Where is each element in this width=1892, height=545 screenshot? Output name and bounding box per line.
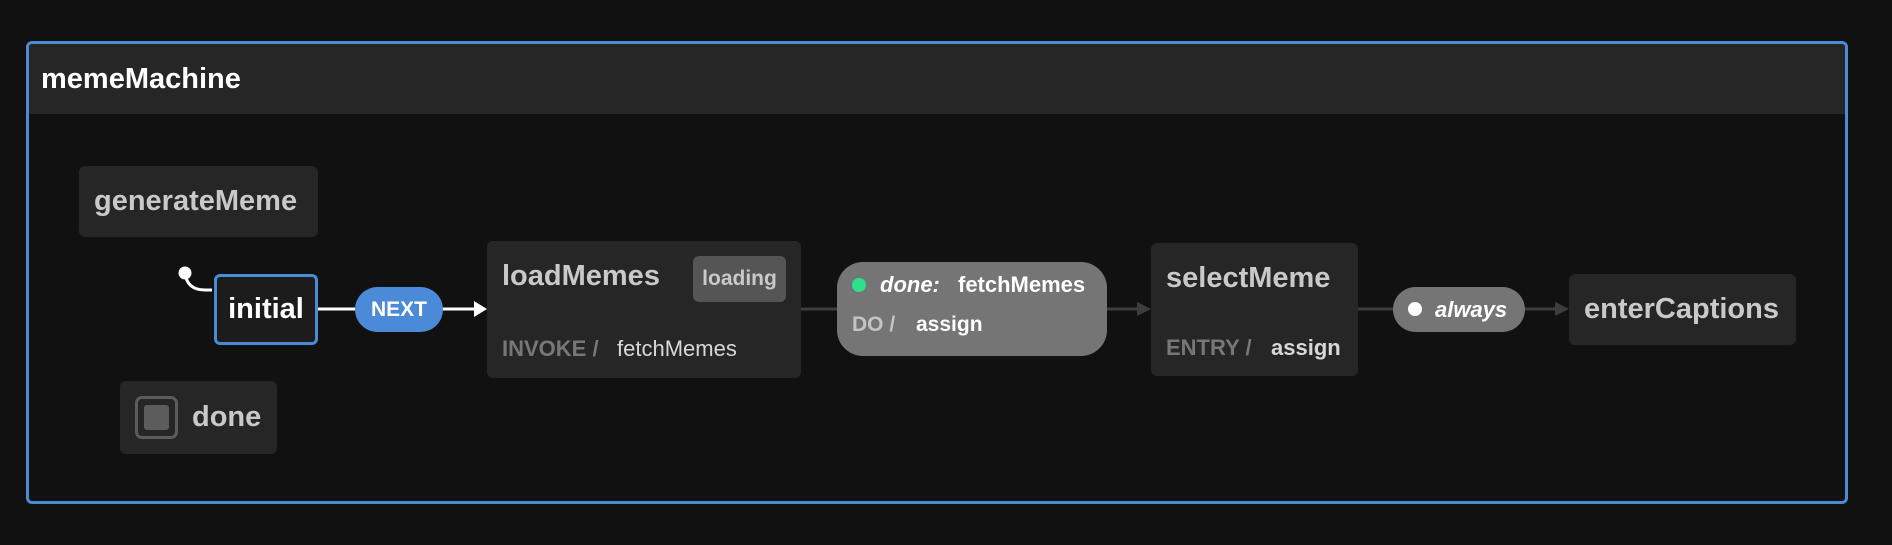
action-value: fetchMemes: [617, 336, 737, 361]
initial-marker-path: [183, 272, 212, 292]
state-initial[interactable]: initial: [214, 274, 318, 345]
action-value: assign: [916, 313, 983, 336]
transition-done-fetchmemes[interactable]: done: fetchMemes DO / assign: [837, 262, 1107, 356]
state-load-memes[interactable]: loadMemes loading INVOKE / fetchMemes: [487, 241, 801, 378]
state-done[interactable]: done: [120, 381, 277, 454]
action-kind: DO /: [852, 313, 896, 336]
event-label: NEXT: [370, 298, 427, 321]
event-label: always: [1435, 297, 1508, 322]
state-select-meme[interactable]: selectMeme ENTRY / assign: [1151, 243, 1358, 376]
state-title: selectMeme: [1166, 262, 1331, 294]
state-title: loadMemes: [502, 260, 660, 292]
state-title: enterCaptions: [1584, 293, 1779, 325]
tag-label: loading: [702, 267, 777, 290]
event-next-button[interactable]: NEXT: [355, 287, 443, 332]
always-dot: [1408, 302, 1422, 316]
state-enter-captions[interactable]: enterCaptions: [1569, 274, 1796, 345]
event-label: done:: [880, 272, 940, 297]
event-target: fetchMemes: [958, 272, 1086, 297]
state-title: initial: [228, 293, 304, 325]
arrowhead-loadmemes: [474, 301, 487, 317]
action-kind: INVOKE /: [502, 336, 599, 361]
done-status-dot: [852, 278, 866, 292]
arrowhead-selectmeme: [1137, 302, 1151, 316]
tag-loading: loading: [693, 256, 786, 302]
final-state-icon: [135, 396, 178, 439]
state-title: done: [192, 401, 262, 433]
state-generate-meme[interactable]: generateMeme: [79, 166, 318, 237]
machine-title: memeMachine: [41, 63, 241, 95]
arrowhead-entercaptions: [1555, 302, 1569, 316]
transition-always[interactable]: always: [1393, 287, 1525, 332]
machine-header: memeMachine: [29, 44, 1845, 114]
action-kind: ENTRY /: [1166, 335, 1252, 360]
machine-container: memeMachine: [26, 41, 1848, 504]
state-title: generateMeme: [94, 185, 298, 217]
action-value: assign: [1271, 335, 1341, 360]
